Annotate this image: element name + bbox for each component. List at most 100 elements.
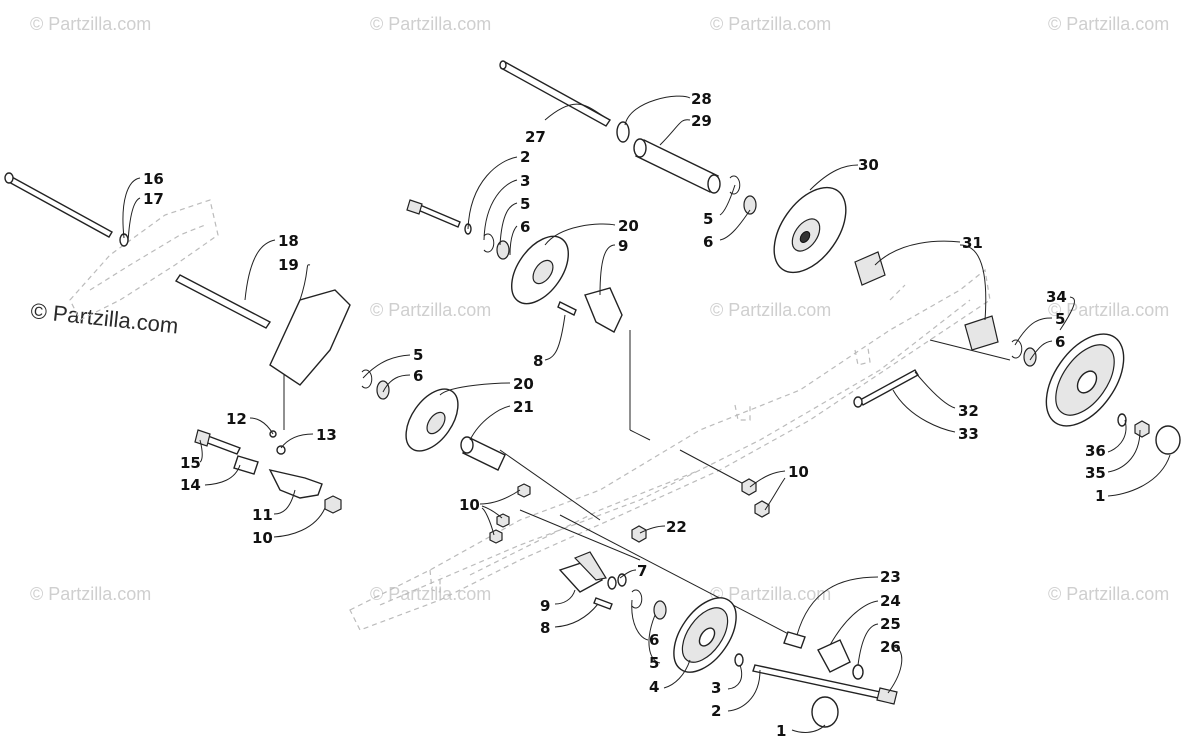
callout-36[interactable]: 36	[1085, 442, 1106, 460]
callout-20[interactable]: 20	[618, 217, 639, 235]
callout-32[interactable]: 32	[958, 402, 979, 420]
leader	[663, 659, 691, 689]
bearing	[1023, 347, 1037, 367]
callout-2[interactable]: 2	[711, 702, 721, 720]
callout-6[interactable]: 6	[520, 218, 530, 236]
leader	[509, 225, 518, 256]
callout-25[interactable]: 25	[880, 615, 901, 633]
callout-2[interactable]: 2	[520, 148, 530, 166]
callout-3[interactable]: 3	[711, 679, 721, 697]
bearing	[743, 195, 757, 215]
washer	[734, 653, 744, 667]
callout-5[interactable]: 5	[703, 210, 713, 228]
bushing-23	[783, 631, 806, 649]
bearing	[653, 600, 667, 620]
callout-15[interactable]: 15	[180, 454, 201, 472]
bearing	[376, 380, 390, 400]
callout-9[interactable]: 9	[540, 597, 550, 615]
callout-28[interactable]: 28	[691, 90, 712, 108]
leader	[914, 371, 956, 409]
callout-5[interactable]: 5	[520, 195, 530, 213]
callout-4[interactable]: 4	[649, 678, 659, 696]
callout-17[interactable]: 17	[143, 190, 164, 208]
rail-outline	[349, 268, 991, 631]
leader	[887, 646, 903, 694]
callout-16[interactable]: 16	[143, 170, 164, 188]
callout-31[interactable]: 31	[962, 234, 983, 252]
callout-20[interactable]: 20	[513, 375, 534, 393]
bolt-head	[194, 429, 211, 447]
rail-tab	[854, 347, 871, 366]
leader	[619, 569, 637, 579]
bolt-15	[204, 435, 241, 455]
wheels	[405, 186, 1125, 673]
callout-6[interactable]: 6	[649, 631, 659, 649]
nut-10	[324, 495, 342, 514]
leader	[639, 525, 666, 534]
snap-ring	[361, 369, 373, 389]
leader	[599, 244, 616, 296]
leader	[857, 623, 879, 666]
callout-8[interactable]: 8	[533, 352, 543, 370]
callout-3[interactable]: 3	[520, 172, 530, 190]
bearing	[496, 240, 510, 260]
callout-6[interactable]: 6	[1055, 333, 1065, 351]
callout-5[interactable]: 5	[649, 654, 659, 672]
callout-18[interactable]: 18	[278, 232, 299, 250]
callout-26[interactable]: 26	[880, 638, 901, 656]
rear-rail-outline	[69, 199, 219, 321]
callout-22[interactable]: 22	[666, 518, 687, 536]
shafts	[4, 60, 1011, 705]
leader	[809, 164, 859, 191]
callout-11[interactable]: 11	[252, 506, 273, 524]
rail-tab	[429, 569, 441, 593]
rail-inner-line	[379, 299, 971, 606]
callout-labels: 28 29 27 30 2 3 5 6 20 9 5 6 16 17 18 19…	[143, 90, 1106, 740]
leader	[791, 724, 826, 733]
bolt-head	[853, 396, 863, 408]
leader	[624, 95, 691, 126]
callout-5[interactable]: 5	[1055, 310, 1065, 328]
callout-33[interactable]: 33	[958, 425, 979, 443]
nut-10	[496, 513, 510, 528]
callout-29[interactable]: 29	[691, 112, 712, 130]
callout-10[interactable]: 10	[788, 463, 809, 481]
callout-34[interactable]: 34	[1046, 288, 1067, 306]
watermark: © Partzilla.com	[1048, 584, 1169, 604]
callout-24[interactable]: 24	[880, 592, 901, 610]
callout-10[interactable]: 10	[459, 496, 480, 514]
leader	[1029, 340, 1053, 361]
callout-27[interactable]: 27	[525, 128, 546, 146]
leader	[467, 156, 518, 230]
callout-8[interactable]: 8	[540, 619, 550, 637]
callout-13[interactable]: 13	[316, 426, 337, 444]
bracket-19	[269, 289, 351, 386]
leader	[719, 209, 751, 241]
callout-1[interactable]: 1	[776, 722, 786, 740]
rail-inner-line	[469, 469, 701, 576]
washer	[1117, 413, 1127, 427]
leader	[796, 576, 879, 636]
callout-6[interactable]: 6	[413, 367, 423, 385]
callout-14[interactable]: 14	[180, 476, 201, 494]
leader	[499, 202, 518, 246]
leader	[299, 264, 311, 301]
callout-1[interactable]: 1	[1095, 487, 1105, 505]
leader	[479, 489, 521, 505]
watermark: © Partzilla.com	[1048, 300, 1169, 320]
callout-21[interactable]: 21	[513, 398, 534, 416]
washer-28	[616, 121, 630, 143]
callout-23[interactable]: 23	[880, 568, 901, 586]
callout-7[interactable]: 7	[637, 562, 647, 580]
callout-12[interactable]: 12	[226, 410, 247, 428]
callout-9[interactable]: 9	[618, 237, 628, 255]
alignment-line	[499, 449, 601, 521]
callout-5[interactable]: 5	[413, 346, 423, 364]
callout-35[interactable]: 35	[1085, 464, 1106, 482]
callout-30[interactable]: 30	[858, 156, 879, 174]
callout-19[interactable]: 19	[278, 256, 299, 274]
callout-10[interactable]: 10	[252, 529, 273, 547]
wheel-hub	[532, 259, 554, 285]
callout-6[interactable]: 6	[703, 233, 713, 251]
bracket-24	[817, 639, 851, 673]
